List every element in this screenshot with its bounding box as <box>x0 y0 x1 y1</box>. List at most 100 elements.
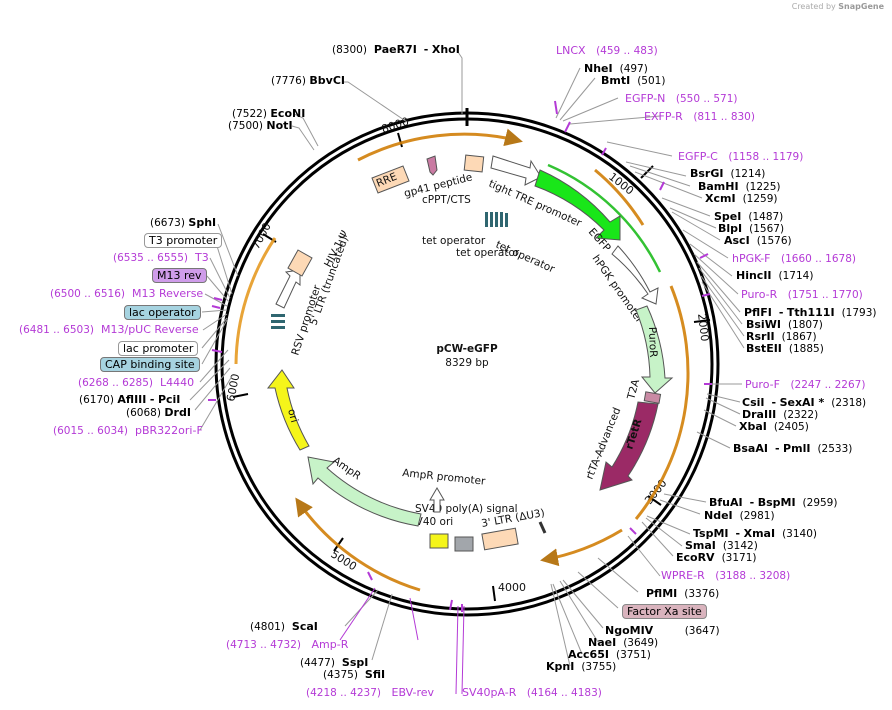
box-factor-xa-site[interactable]: Factor Xa site <box>622 604 707 619</box>
label-pflmi[interactable]: PflMI (3376) <box>646 587 719 600</box>
label-amp-r[interactable]: (4713 .. 4732) Amp-R <box>226 638 348 651</box>
label-pbr322ori-f[interactable]: (6015 .. 6034) pBR322ori-F <box>53 424 203 437</box>
label-m13-reverse[interactable]: (6500 .. 6516) M13 Reverse <box>50 287 203 300</box>
label-egfp-c[interactable]: EGFP-C (1158 .. 1179) <box>678 150 803 163</box>
label-spei[interactable]: SpeI (1487) <box>714 210 783 223</box>
label-hincii[interactable]: HincII (1714) <box>736 269 813 282</box>
label-bsaai-pmli[interactable]: BsaAI - PmlI (2533) <box>733 442 852 455</box>
label-bsteii[interactable]: BstEII (1885) <box>746 342 824 355</box>
label-bamhi[interactable]: BamHI (1225) <box>698 180 781 193</box>
enzyme-afliii: AflIII <box>117 393 147 406</box>
label-pflfi-tth111i[interactable]: PflFI - Tth111I (1793) <box>744 306 876 319</box>
label-bbvci[interactable]: (7776) BbvCI <box>271 74 345 87</box>
egfp-outer-arc <box>547 163 662 273</box>
label-sphi[interactable]: (6673) SphI <box>150 216 216 229</box>
enzyme-ndei: NdeI <box>704 509 733 522</box>
box-t3-promoter[interactable]: T3 promoter <box>144 233 223 248</box>
label-puro-r[interactable]: Puro-R (1751 .. 1770) <box>741 288 863 301</box>
enzyme-xcmi: XcmI <box>705 192 736 205</box>
feature-t2a <box>643 391 662 404</box>
label-bsiwi[interactable]: BsiWI (1807) <box>746 318 823 331</box>
label-econi[interactable]: (7522) EcoNI <box>232 107 305 120</box>
pos: (1867) <box>781 331 817 343</box>
feature-rtetr <box>599 401 659 491</box>
primer-exfp-r: EXFP-R <box>644 110 683 123</box>
pos: (3649) <box>623 637 659 649</box>
label-smai[interactable]: SmaI (3142) <box>685 539 758 552</box>
label-ndei[interactable]: NdeI (2981) <box>704 509 775 522</box>
sep: - <box>149 393 155 406</box>
label-exfp-r[interactable]: EXFP-R (811 .. 830) <box>644 110 755 123</box>
label-t3[interactable]: (6535 .. 6555) T3 <box>113 251 209 264</box>
label-ecorv[interactable]: EcoRV (3171) <box>676 551 757 564</box>
enzyme-sexai: SexAI * <box>779 396 825 409</box>
label-csii-sexai[interactable]: CsiI - SexAI * (2318) <box>742 396 866 409</box>
primer-puro-f: Puro-F <box>745 378 780 391</box>
label-drdi[interactable]: (6068) DrdI <box>126 406 191 419</box>
label-ngomiv[interactable]: NgoMIV (3647) <box>605 624 720 637</box>
pos: (3140) <box>782 528 817 540</box>
enzyme-spei: SpeI <box>714 210 742 223</box>
label-sv40pa-r[interactable]: SV40pA-R (4164 .. 4183) <box>462 686 602 699</box>
pos: (7500) <box>228 120 263 132</box>
label-m13-puc-reverse[interactable]: (6481 .. 6503) M13/pUC Reverse <box>19 323 199 336</box>
pos: (1793) <box>841 307 877 319</box>
label-noti[interactable]: (7500) NotI <box>228 119 293 132</box>
label-acc65i[interactable]: Acc65I (3751) <box>568 648 651 661</box>
enzyme-tth111i: Tth111I <box>786 306 835 319</box>
label-nhei[interactable]: NheI (497) <box>584 62 648 75</box>
pos: (1225) <box>745 181 781 193</box>
label-bfuai-bspmi[interactable]: BfuAI - BspMI (2959) <box>709 496 837 509</box>
label-blpi[interactable]: BlpI (1567) <box>718 222 784 235</box>
label-xbai[interactable]: XbaI (2405) <box>739 420 809 433</box>
enzyme-pmli: PmlI <box>783 442 811 455</box>
label-ebv-rev[interactable]: (4218 .. 4237) EBV-rev <box>306 686 434 699</box>
tick-2000: 2000 <box>695 313 711 342</box>
label-wpre-r[interactable]: WPRE-R (3188 .. 3208) <box>661 569 790 582</box>
label-scai[interactable]: (4801) ScaI <box>250 620 318 633</box>
pos: (4801) <box>250 621 285 633</box>
primer-m13-reverse: M13 Reverse <box>132 287 204 300</box>
enzyme-bsaai: BsaAI <box>733 442 768 455</box>
label-asci[interactable]: AscI (1576) <box>724 234 792 247</box>
pos: (1259) <box>742 193 778 205</box>
label-sfii[interactable]: (4375) SfiI <box>323 668 385 681</box>
pos: (3755) <box>581 661 617 673</box>
label-hpgk-f[interactable]: hPGK-F (1660 .. 1678) <box>732 252 856 265</box>
feature-rre: RRE <box>371 165 410 194</box>
enzyme-scai: ScaI <box>291 620 318 633</box>
label-l4440[interactable]: (6268 .. 6285) L4440 <box>78 376 194 389</box>
label-puro-f[interactable]: Puro-F (2247 .. 2267) <box>745 378 865 391</box>
feature-sv40pa <box>454 536 474 552</box>
label-sspi[interactable]: (4477) SspI <box>300 656 368 669</box>
label-aflIII-pcii[interactable]: (6170) AflIII - PciI <box>79 393 180 406</box>
label-rsrii[interactable]: RsrII (1867) <box>746 330 817 343</box>
pos: (6535 .. 6555) <box>113 252 188 264</box>
primer-lncx: LNCX <box>556 44 586 57</box>
box-lac-operator[interactable]: lac operator <box>124 305 201 320</box>
label-bsrgi[interactable]: BsrGI (1214) <box>690 167 765 180</box>
label-draiii[interactable]: DraIII (2322) <box>742 408 818 421</box>
label-naei[interactable]: NaeI (3649) <box>588 636 658 649</box>
ampprom-label: AmpR promoter <box>402 467 487 488</box>
sv40pa-label: SV40 poly(A) signal <box>415 503 518 515</box>
enzyme-tspmi: TspMI <box>693 527 729 540</box>
enzyme-smai: SmaI <box>685 539 716 552</box>
enzyme-bsiwi: BsiWI <box>746 318 781 331</box>
pos: (1807) <box>787 319 823 331</box>
feature-rsv <box>275 269 301 309</box>
box-lac-promoter[interactable]: lac promoter <box>118 341 199 356</box>
label-kpni[interactable]: KpnI (3755) <box>546 660 616 673</box>
label-paer7i-xhoi[interactable]: (8300) PaeR7I - XhoI <box>332 43 460 56</box>
label-xcmi[interactable]: XcmI (1259) <box>705 192 777 205</box>
pos: (2318) <box>831 397 867 409</box>
box-cap-binding-site[interactable]: CAP binding site <box>100 357 200 372</box>
label-egfp-n[interactable]: EGFP-N (550 .. 571) <box>625 92 738 105</box>
label-bmti[interactable]: BmtI (501) <box>601 74 665 87</box>
feature-lacop-mark <box>271 314 285 329</box>
ori-label: ori <box>285 408 300 424</box>
pos: (7776) <box>271 75 306 87</box>
box-m13-rev[interactable]: M13 rev <box>152 268 207 283</box>
label-tspmi-xmai[interactable]: TspMI - XmaI (3140) <box>693 527 817 540</box>
label-lncx[interactable]: LNCX (459 .. 483) <box>556 44 658 57</box>
